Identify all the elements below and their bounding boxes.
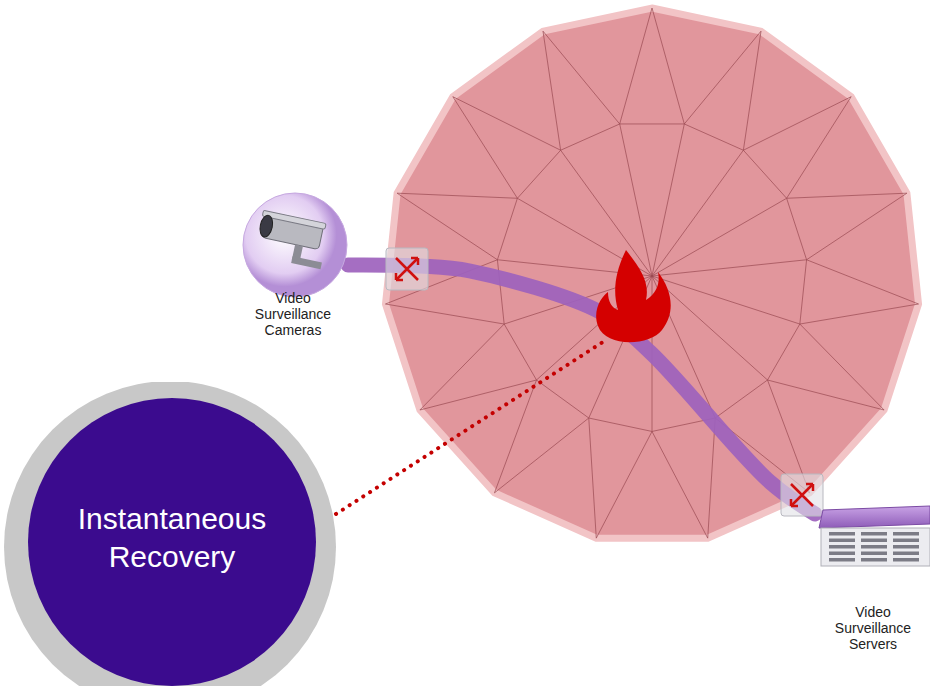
dome-edge <box>807 193 907 260</box>
fire-symbol <box>596 250 671 342</box>
camera-icon <box>238 190 348 300</box>
dome-edge <box>652 431 708 538</box>
dome-edge <box>589 418 652 431</box>
dome-edge <box>743 31 761 150</box>
dome-edge <box>715 380 767 418</box>
firewall-port <box>781 474 823 516</box>
dome-edge <box>800 260 807 324</box>
dome-edge <box>620 8 652 124</box>
server-icon <box>815 498 930 578</box>
dome-edge <box>800 324 884 410</box>
dome-edge <box>536 380 588 418</box>
dome-edge <box>494 380 536 493</box>
node-label: Video Surveillance Cameras <box>243 290 343 338</box>
leader-line <box>336 340 606 514</box>
dome-edge <box>768 380 885 410</box>
firewall-port <box>386 248 428 290</box>
dome-edge <box>420 324 504 410</box>
dome-edge <box>453 97 561 151</box>
dome-edge <box>453 97 518 199</box>
node-label: Instantaneous Recovery <box>57 500 287 576</box>
dome-edge <box>684 124 743 150</box>
camera-node: Video Surveillance Cameras <box>238 190 348 330</box>
dome-edge <box>787 97 852 199</box>
dome-edge <box>807 260 919 304</box>
dome-edge <box>708 418 716 538</box>
dome-edge <box>561 124 620 150</box>
server-node: Video Surveillance Servers <box>815 498 930 668</box>
dome-edge <box>652 260 807 276</box>
dome-edge <box>385 304 504 324</box>
dome-edge <box>787 198 807 259</box>
dome-edge <box>652 150 743 276</box>
dome-edge <box>397 193 517 198</box>
pipe-connector <box>348 265 815 514</box>
dome-edge <box>620 123 685 124</box>
dome-edge <box>787 193 907 198</box>
node-label: Video Surveillance Servers <box>823 604 923 652</box>
dome-edge <box>652 276 800 324</box>
dome-edge <box>768 324 800 380</box>
dome-edge <box>596 431 652 538</box>
dome-edge <box>743 97 851 151</box>
dome-edge <box>652 8 684 124</box>
dome-edge <box>497 260 504 324</box>
recovery-circle: Instantaneous Recovery <box>0 382 340 686</box>
dome-edge <box>589 418 597 538</box>
dome-edge <box>800 304 919 324</box>
dome-edge <box>543 31 620 124</box>
dome-edge <box>517 150 560 198</box>
dome-edge <box>497 198 517 259</box>
dome-edge <box>504 324 536 380</box>
dome-edge <box>743 150 786 198</box>
